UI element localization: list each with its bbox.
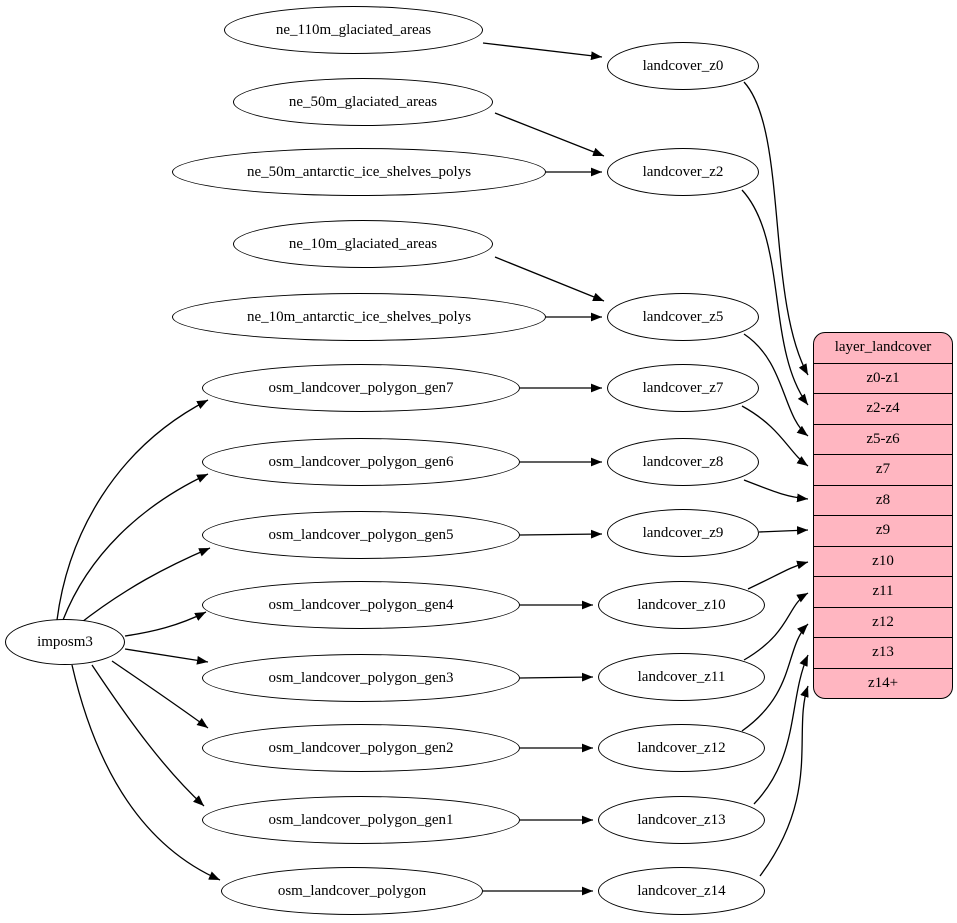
edge-imposm3-to-gen1 — [91, 664, 205, 807]
layer-landcover-row-z14plus: z14+ — [814, 667, 952, 699]
node-landcover_z14: landcover_z14 — [598, 867, 765, 915]
edge-gen3-to-z11 — [519, 672, 594, 682]
node-osm_landcover_polygon_gen4: osm_landcover_polygon_gen4 — [202, 581, 520, 629]
node-osm_landcover_polygon_gen5: osm_landcover_polygon_gen5 — [202, 511, 520, 559]
node-osm_landcover_polygon_gen7: osm_landcover_polygon_gen7 — [202, 364, 520, 412]
layer-landcover-row-z5-z6: z5-z6 — [814, 423, 952, 455]
edge-z13-to-row-z13 — [753, 654, 809, 805]
edge-z14-to-row-z14plus — [759, 685, 809, 877]
layer-landcover-row-z0-z1: z0-z1 — [814, 362, 952, 394]
node-ne_10m_antarctic_ice_shelves_polys: ne_10m_antarctic_ice_shelves_polys — [172, 293, 546, 341]
node-landcover_z9: landcover_z9 — [607, 509, 759, 557]
edge-imposm3-to-gen2 — [111, 660, 209, 729]
node-landcover_z13: landcover_z13 — [598, 796, 765, 844]
edge-z5-to-row-z5-z6 — [743, 333, 809, 437]
edge-imposm3-to-gen3 — [124, 648, 209, 665]
node-landcover_z5: landcover_z5 — [607, 293, 759, 341]
edge-z11-to-row-z11 — [743, 592, 809, 661]
edge-gen5-to-z9 — [519, 529, 603, 539]
node-landcover_z12: landcover_z12 — [598, 724, 765, 772]
layer-landcover-row-z11: z11 — [814, 576, 952, 607]
edge-z2-to-row-z2-z4 — [741, 189, 809, 406]
edge-imposm3-to-gen7 — [56, 399, 209, 621]
layer-landcover-title: layer_landcover — [834, 339, 932, 356]
edge-imposm3-to-polygon — [71, 664, 221, 881]
node-landcover_z10: landcover_z10 — [598, 581, 765, 629]
edge-ne50m-glaciated-to-z2 — [494, 112, 605, 157]
edge-ne110m-to-z0 — [482, 42, 603, 61]
node-landcover_z11: landcover_z11 — [598, 653, 765, 701]
edge-ne10m-glaciated-to-z5 — [494, 256, 605, 302]
node-imposm3: imposm3 — [5, 619, 125, 665]
edge-z0-to-row-z0-z1 — [743, 81, 809, 376]
layer-landcover-row-z13: z13 — [814, 637, 952, 668]
edge-z10-to-row-z10 — [747, 560, 809, 590]
node-landcover_z0: landcover_z0 — [607, 42, 759, 90]
layer-landcover-row-z8: z8 — [814, 484, 952, 516]
edge-z7-to-row-z7 — [741, 405, 809, 467]
node-ne_110m_glaciated_areas: ne_110m_glaciated_areas — [224, 6, 483, 54]
edge-z8-to-row-z8 — [743, 479, 809, 503]
layer-landcover-row-z12: z12 — [814, 606, 952, 638]
node-layer_landcover: layer_landcover z0-z1 z2-z4 z5-z6 z7 z8 … — [813, 332, 953, 699]
node-osm_landcover_polygon_gen2: osm_landcover_polygon_gen2 — [202, 724, 520, 772]
node-ne_10m_glaciated_areas: ne_10m_glaciated_areas — [233, 220, 493, 268]
edge-imposm3-to-gen5 — [77, 547, 211, 626]
layer-landcover-row-z2-z4: z2-z4 — [814, 393, 952, 424]
node-landcover_z7: landcover_z7 — [607, 364, 759, 412]
layer-landcover-row-z7: z7 — [814, 454, 952, 485]
node-osm_landcover_polygon: osm_landcover_polygon — [221, 867, 483, 915]
node-landcover_z2: landcover_z2 — [607, 148, 759, 196]
node-osm_landcover_polygon_gen3: osm_landcover_polygon_gen3 — [202, 654, 520, 702]
layer-landcover-row-z9: z9 — [814, 515, 952, 546]
edge-imposm3-to-gen6 — [62, 473, 209, 621]
node-osm_landcover_polygon_gen6: osm_landcover_polygon_gen6 — [202, 438, 520, 486]
layer-landcover-row-z10: z10 — [814, 545, 952, 577]
edge-z12-to-row-z12 — [741, 623, 809, 732]
node-ne_50m_antarctic_ice_shelves_polys: ne_50m_antarctic_ice_shelves_polys — [172, 148, 546, 196]
node-osm_landcover_polygon_gen1: osm_landcover_polygon_gen1 — [202, 796, 520, 844]
edge-z9-to-row-z9 — [758, 526, 809, 535]
edge-imposm3-to-gen4 — [124, 611, 207, 637]
node-ne_50m_glaciated_areas: ne_50m_glaciated_areas — [233, 78, 493, 126]
node-landcover_z8: landcover_z8 — [607, 438, 759, 486]
